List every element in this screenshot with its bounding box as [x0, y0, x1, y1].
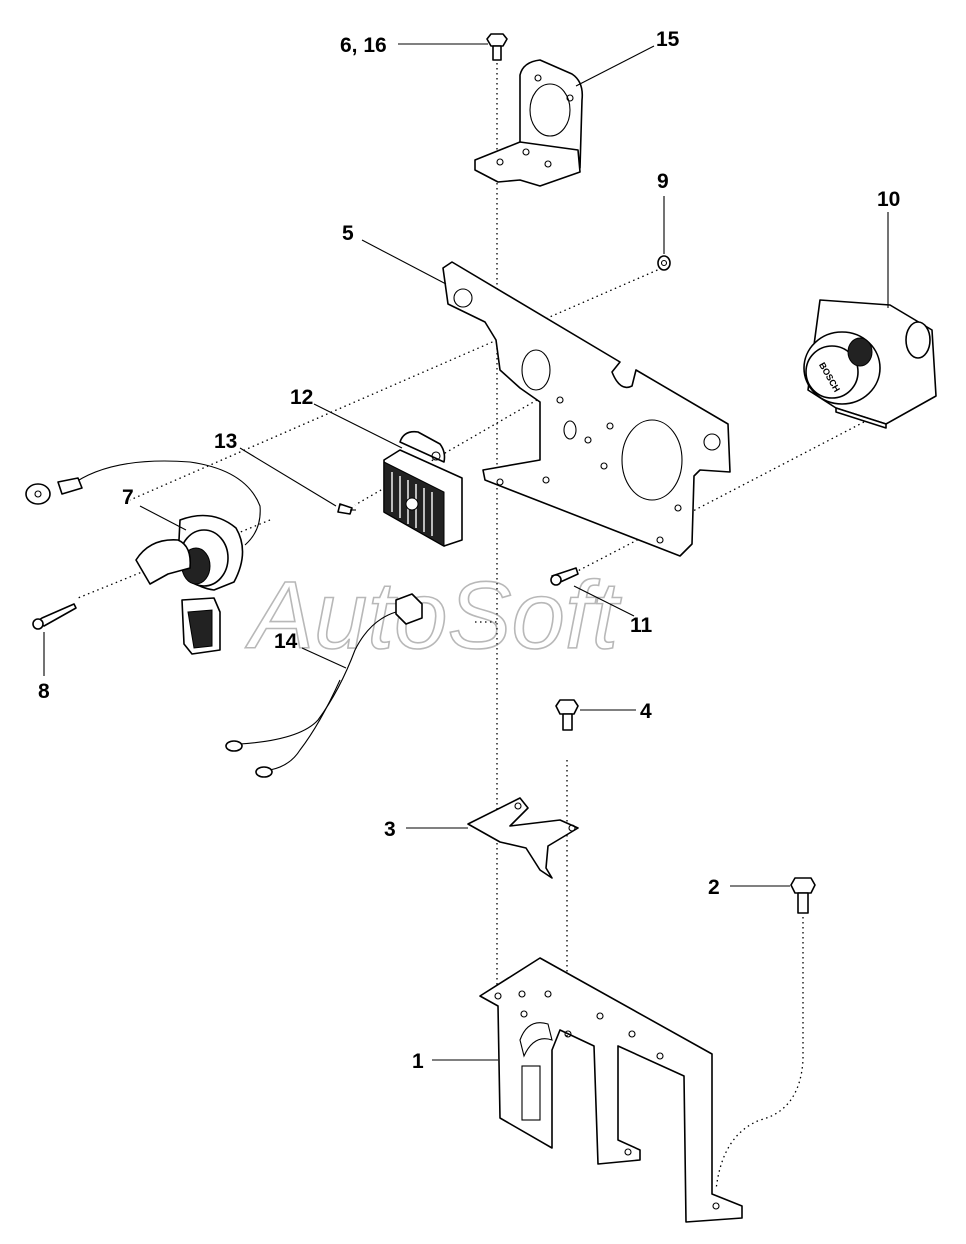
callout-12: 12 [290, 386, 313, 409]
callout-5: 5 [342, 222, 354, 245]
part-9-nut [657, 255, 671, 271]
callout-4: 4 [640, 700, 652, 723]
callout-13: 13 [214, 430, 237, 453]
callout-labels: 6, 16 15 9 10 5 12 13 7 8 14 11 4 3 2 1 [38, 28, 900, 1073]
part-3-clip [467, 797, 579, 879]
part-1-base-bracket [479, 957, 743, 1223]
callout-6-16: 6, 16 [340, 34, 387, 57]
part-11-screw [550, 567, 579, 586]
part-13-screw [337, 503, 356, 515]
callout-2: 2 [708, 876, 720, 899]
callout-7: 7 [122, 486, 134, 509]
callout-14: 14 [274, 630, 298, 653]
callout-9: 9 [657, 170, 669, 193]
leader-lines [43, 43, 889, 1061]
part-4-bolt [555, 699, 579, 731]
callout-10: 10 [877, 188, 900, 211]
callout-8: 8 [38, 680, 50, 703]
callout-3: 3 [384, 818, 396, 841]
part-8-screw [32, 603, 77, 630]
part-12-relay [383, 430, 463, 547]
part-14-wire-harness [225, 593, 423, 778]
callout-11: 11 [630, 614, 653, 637]
callout-15: 15 [656, 28, 680, 51]
part-10-socket: BOSCH [803, 299, 937, 429]
part-6-16-bolt [486, 33, 508, 61]
part-15-bracket [474, 59, 584, 187]
part-7-trailer-socket [25, 460, 261, 655]
part-5-mounting-plate [442, 261, 731, 557]
part-2-bolt [790, 877, 816, 914]
callout-1: 1 [412, 1050, 424, 1073]
